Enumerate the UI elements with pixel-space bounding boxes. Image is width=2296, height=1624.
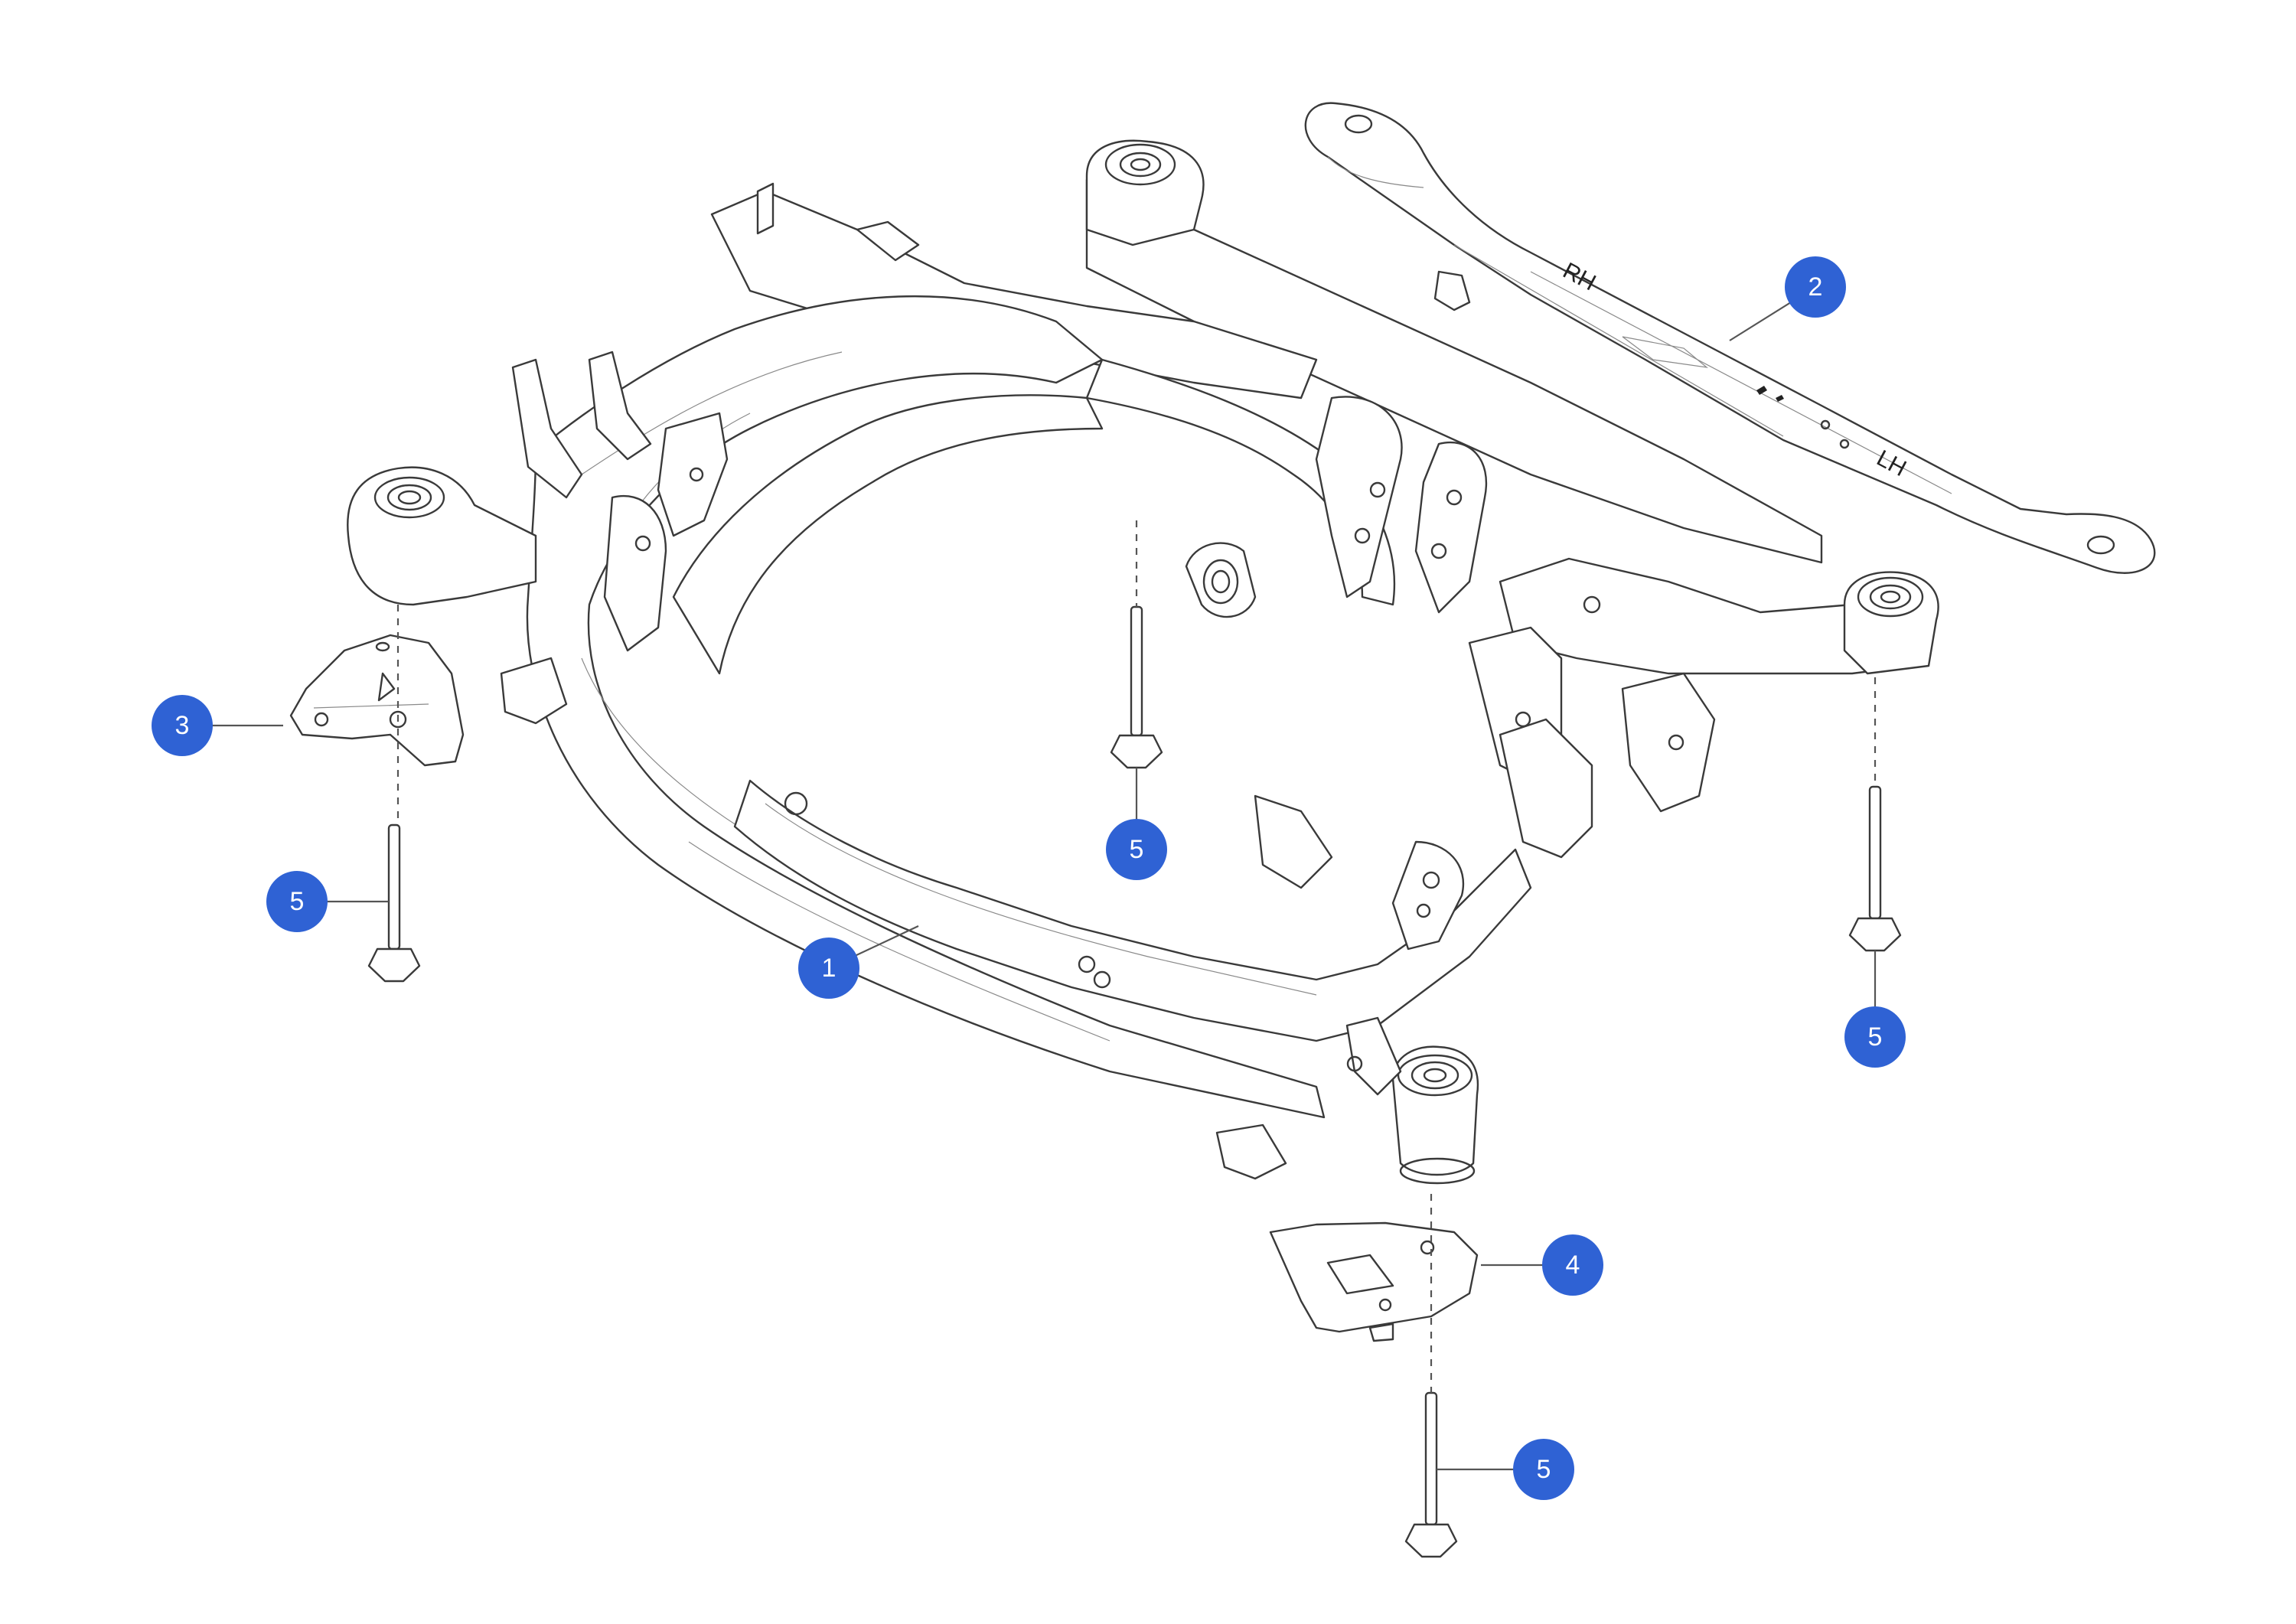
callout-2-label: 2 bbox=[1808, 272, 1823, 302]
left-mount-bracket bbox=[289, 634, 465, 767]
callout-4: 4 bbox=[1481, 1234, 1603, 1296]
subframe bbox=[347, 139, 1939, 1185]
callout-1-label: 1 bbox=[822, 954, 837, 983]
callout-5-right-label: 5 bbox=[1868, 1022, 1883, 1052]
callout-2: 2 bbox=[1729, 256, 1846, 341]
bolt-2 bbox=[1110, 605, 1163, 769]
callout-5-bottom-label: 5 bbox=[1537, 1455, 1551, 1484]
callout-5-left: 5 bbox=[266, 871, 389, 932]
rear-crossmember: RH LH bbox=[1304, 102, 2156, 574]
callout-3-label: 3 bbox=[175, 711, 190, 740]
callout-3: 3 bbox=[152, 695, 283, 756]
bolt-3 bbox=[1848, 785, 1902, 952]
right-mount-bracket bbox=[1269, 1221, 1479, 1342]
callout-5-center-label: 5 bbox=[1130, 835, 1144, 864]
callout-5-left-label: 5 bbox=[290, 887, 305, 916]
callout-4-label: 4 bbox=[1566, 1251, 1580, 1280]
callout-1: 1 bbox=[798, 925, 919, 999]
callout-5-bottom: 5 bbox=[1437, 1439, 1574, 1500]
callout-5-center: 5 bbox=[1106, 768, 1167, 880]
callout-5-right: 5 bbox=[1844, 951, 1906, 1068]
bolt-1 bbox=[367, 823, 421, 983]
bolt-4 bbox=[1404, 1391, 1458, 1558]
